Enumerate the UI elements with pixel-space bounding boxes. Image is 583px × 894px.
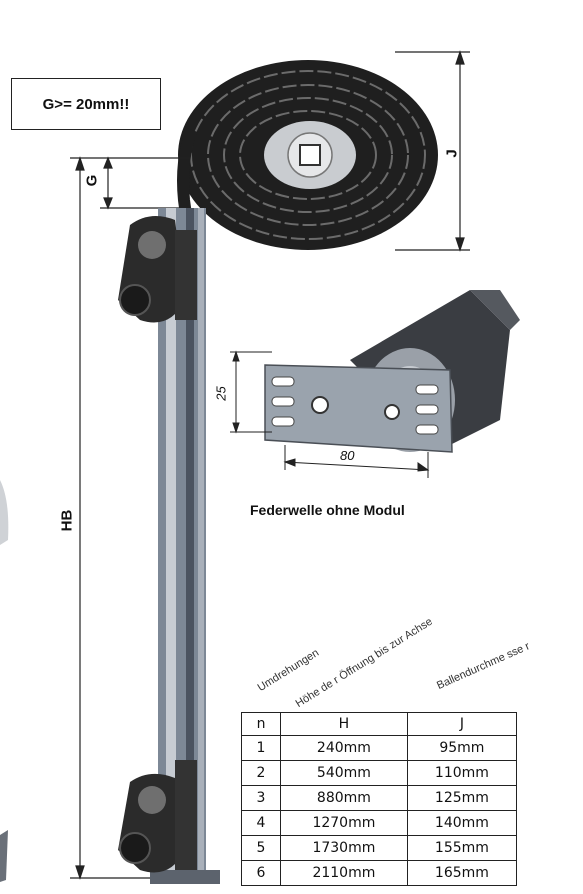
table-cell: 1730mm	[280, 835, 408, 861]
spring-shaft-detail	[264, 290, 520, 453]
table-cell: 165mm	[406, 860, 518, 886]
dimension-80	[283, 445, 430, 478]
table-cell: 540mm	[280, 760, 408, 786]
table-row: 3 880mm 125mm	[241, 785, 518, 811]
table-cell: 880mm	[280, 785, 408, 811]
table-cell: 6	[241, 860, 281, 886]
dimension-label-j: J	[443, 149, 461, 158]
table-header-row: n H J	[241, 712, 518, 736]
table-row: 2 540mm 110mm	[241, 760, 518, 786]
table-cell: 3	[241, 785, 281, 811]
shutter-roll	[177, 60, 438, 250]
table-cell: 155mm	[406, 835, 518, 861]
table-cell: 125mm	[406, 785, 518, 811]
table-cell: 2	[241, 760, 281, 786]
dimension-label-hb: HB	[58, 509, 76, 532]
table-cell: 1	[241, 735, 281, 761]
table-cell: 2110mm	[280, 860, 408, 886]
dimension-label-80: 80	[340, 448, 355, 463]
upper-bracket	[118, 216, 197, 323]
table-row: 6 2110mm 165mm	[241, 860, 518, 886]
spec-table: n H J 1 240mm 95mm 2 540mm 110mm 3 880mm…	[241, 712, 518, 886]
warning-note: G>= 20mm!!	[11, 78, 161, 130]
table-cell: 4	[241, 810, 281, 836]
table-cell: 240mm	[280, 735, 408, 761]
dimension-label-25: 25	[213, 386, 229, 401]
column-header-n: n	[241, 712, 281, 736]
guide-rail	[150, 208, 220, 884]
table-cell: 5	[241, 835, 281, 861]
dimension-j	[395, 50, 470, 252]
table-cell: 140mm	[406, 810, 518, 836]
table-cell: 1270mm	[280, 810, 408, 836]
table-row: 5 1730mm 155mm	[241, 835, 518, 861]
column-header-h: H	[280, 712, 408, 736]
table-row: 4 1270mm 140mm	[241, 810, 518, 836]
lower-bracket	[118, 760, 197, 873]
dimension-label-g: G	[83, 174, 101, 187]
table-cell: 95mm	[406, 735, 518, 761]
table-row: 1 240mm 95mm	[241, 735, 518, 761]
detail-caption: Federwelle ohne Modul	[250, 502, 405, 518]
column-header-j: J	[406, 712, 518, 736]
dimension-25	[230, 350, 272, 434]
table-cell: 110mm	[406, 760, 518, 786]
